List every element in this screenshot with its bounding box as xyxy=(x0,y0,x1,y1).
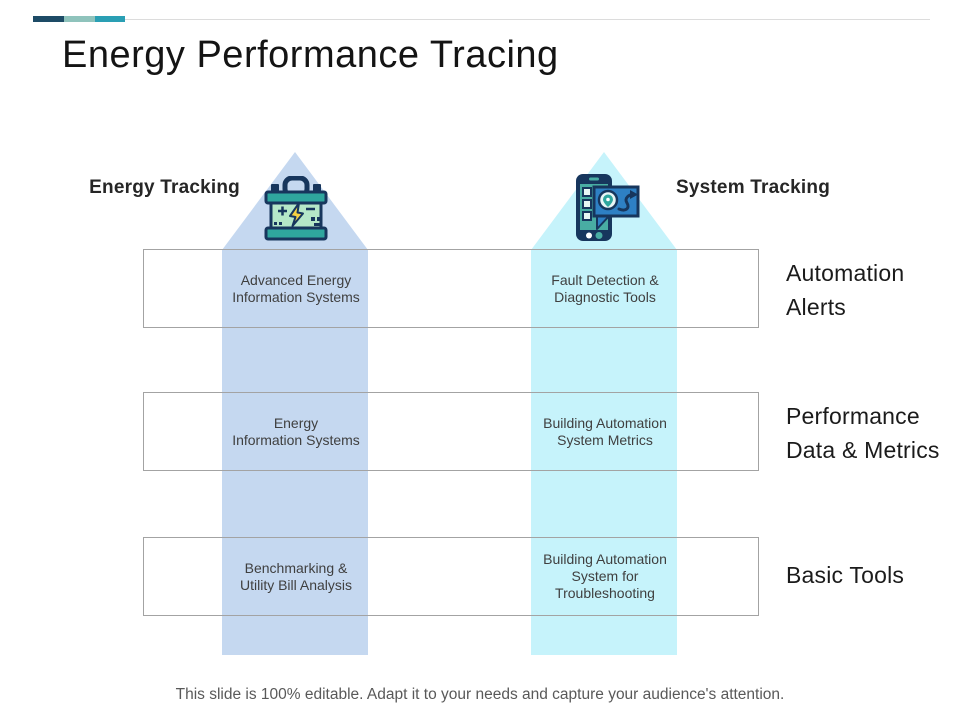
accent-bar-seafoam xyxy=(64,16,95,22)
row-box-basic-tools: Benchmarking & Utility Bill Analysis Bui… xyxy=(143,537,759,616)
page-title: Energy Performance Tracing xyxy=(62,34,559,76)
battery-icon xyxy=(260,175,332,247)
smartphone-route-icon xyxy=(564,172,642,249)
row-box-performance-data: Energy Information Systems Building Auto… xyxy=(143,392,759,471)
row3-left-cell: Benchmarking & Utility Bill Analysis xyxy=(239,559,353,593)
row3-right-cell: Building Automation System for Troublesh… xyxy=(543,551,667,601)
accent-bar-teal xyxy=(95,16,125,22)
row2-left-cell: Energy Information Systems xyxy=(232,414,360,448)
row3-label: Basic Tools xyxy=(786,562,905,588)
accent-bar-navy xyxy=(33,16,64,22)
header-divider xyxy=(125,19,930,20)
energy-tracking-heading: Energy Tracking xyxy=(89,177,240,198)
row1-label: Automation Alerts xyxy=(786,260,905,320)
row-box-automation-alerts: Advanced Energy Information Systems Faul… xyxy=(143,249,759,328)
row1-right-cell: Fault Detection & Diagnostic Tools xyxy=(551,271,659,305)
row2-right-cell: Building Automation System Metrics xyxy=(543,414,667,448)
row1-left-cell: Advanced Energy Information Systems xyxy=(232,271,360,305)
row2-label: Performance Data & Metrics xyxy=(786,403,940,463)
system-tracking-heading: System Tracking xyxy=(676,177,831,198)
editable-note: This slide is 100% editable. Adapt it to… xyxy=(175,686,785,703)
